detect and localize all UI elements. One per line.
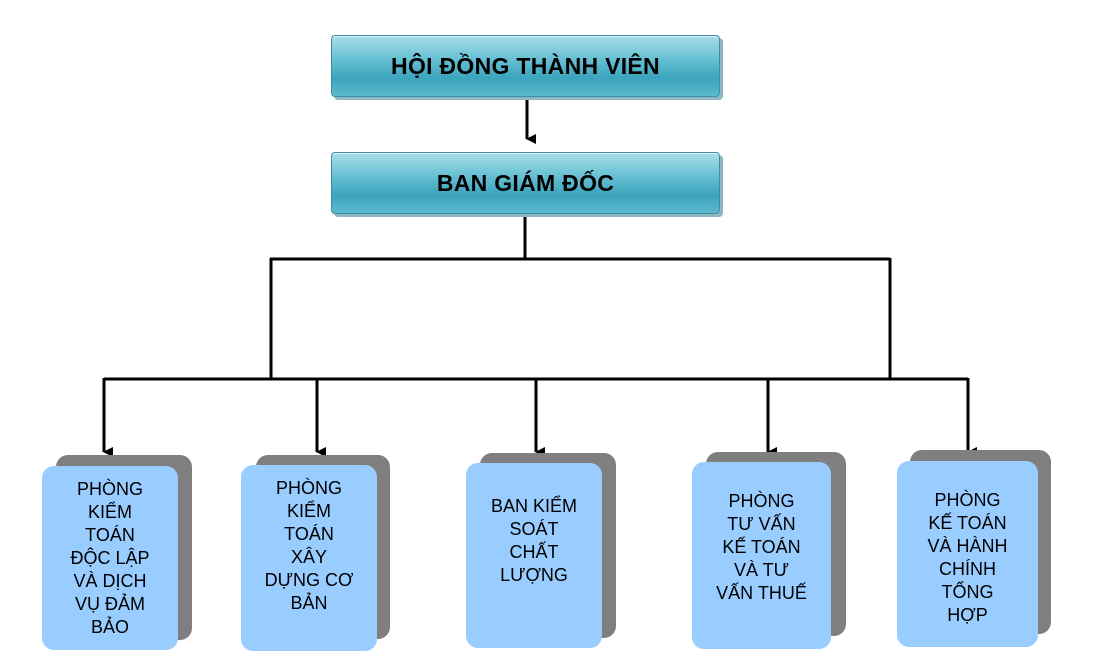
dept-5-line: TỔNG xyxy=(941,582,994,602)
dept-1-line: ĐỘC LẬP xyxy=(70,548,150,568)
dept-2-line: DỰNG CƠ xyxy=(264,570,354,590)
dept-2-line: PHÒNG xyxy=(275,478,342,498)
dept-5-line: CHÍNH xyxy=(939,559,996,579)
board-of-directors-box: BAN GIÁM ĐỐC xyxy=(331,152,720,214)
dept-1-line: BẢO xyxy=(90,617,129,637)
board-of-members-title: HỘI ĐỒNG THÀNH VIÊN xyxy=(391,52,660,79)
dept-1-line: KIỂM xyxy=(87,502,132,522)
dept-1-box: PHÒNG KIỂM TOÁN ĐỘC LẬP VÀ DỊCH VỤ ĐẢM B… xyxy=(42,466,178,650)
dept-3-line: LƯỢNG xyxy=(500,565,568,585)
dept-4-line: PHÒNG xyxy=(728,491,795,511)
dept-1-line: PHÒNG xyxy=(76,479,143,499)
dept-5-box: PHÒNG KẾ TOÁN VÀ HÀNH CHÍNH TỔNG HỢP xyxy=(897,461,1038,647)
dept-1-line: TOÁN xyxy=(85,525,135,545)
board-of-directors-title: BAN GIÁM ĐỐC xyxy=(436,169,615,196)
board-of-members-box: HỘI ĐỒNG THÀNH VIÊN xyxy=(331,35,720,97)
dept-3-line: CHẤT xyxy=(509,542,559,562)
dept-3-line: BAN KIỂM xyxy=(490,496,578,516)
dept-5-line: VÀ HÀNH xyxy=(927,536,1008,556)
dept-4-line: VẤN THUẾ xyxy=(716,583,807,603)
dept-4-line: VÀ TƯ xyxy=(733,560,790,580)
dept-2-line: XÂY xyxy=(290,547,328,567)
dept-2-box: PHÒNG KIỂM TOÁN XÂY DỰNG CƠ BẢN xyxy=(241,465,377,651)
dept-4-line: KẾ TOÁN xyxy=(722,537,801,557)
dept-2-line: BẢN xyxy=(290,593,328,613)
dept-3-line: SOÁT xyxy=(509,519,559,539)
dept-3-box: BAN KIỂM SOÁT CHẤT LƯỢNG xyxy=(466,463,602,648)
dept-2-line: TOÁN xyxy=(284,524,334,544)
dept-5-line: HỢP xyxy=(947,605,988,625)
dept-5-line: PHÒNG xyxy=(934,490,1001,510)
dept-1-line: VỤ ĐẢM xyxy=(74,594,145,614)
dept-5-line: KẾ TOÁN xyxy=(928,513,1007,533)
dept-4-line: TƯ VẤN xyxy=(727,514,796,534)
dept-2-line: KIỂM xyxy=(286,501,331,521)
dept-4-box: PHÒNG TƯ VẤN KẾ TOÁN VÀ TƯ VẤN THUẾ xyxy=(692,462,831,649)
dept-1-line: VÀ DỊCH xyxy=(73,571,147,591)
